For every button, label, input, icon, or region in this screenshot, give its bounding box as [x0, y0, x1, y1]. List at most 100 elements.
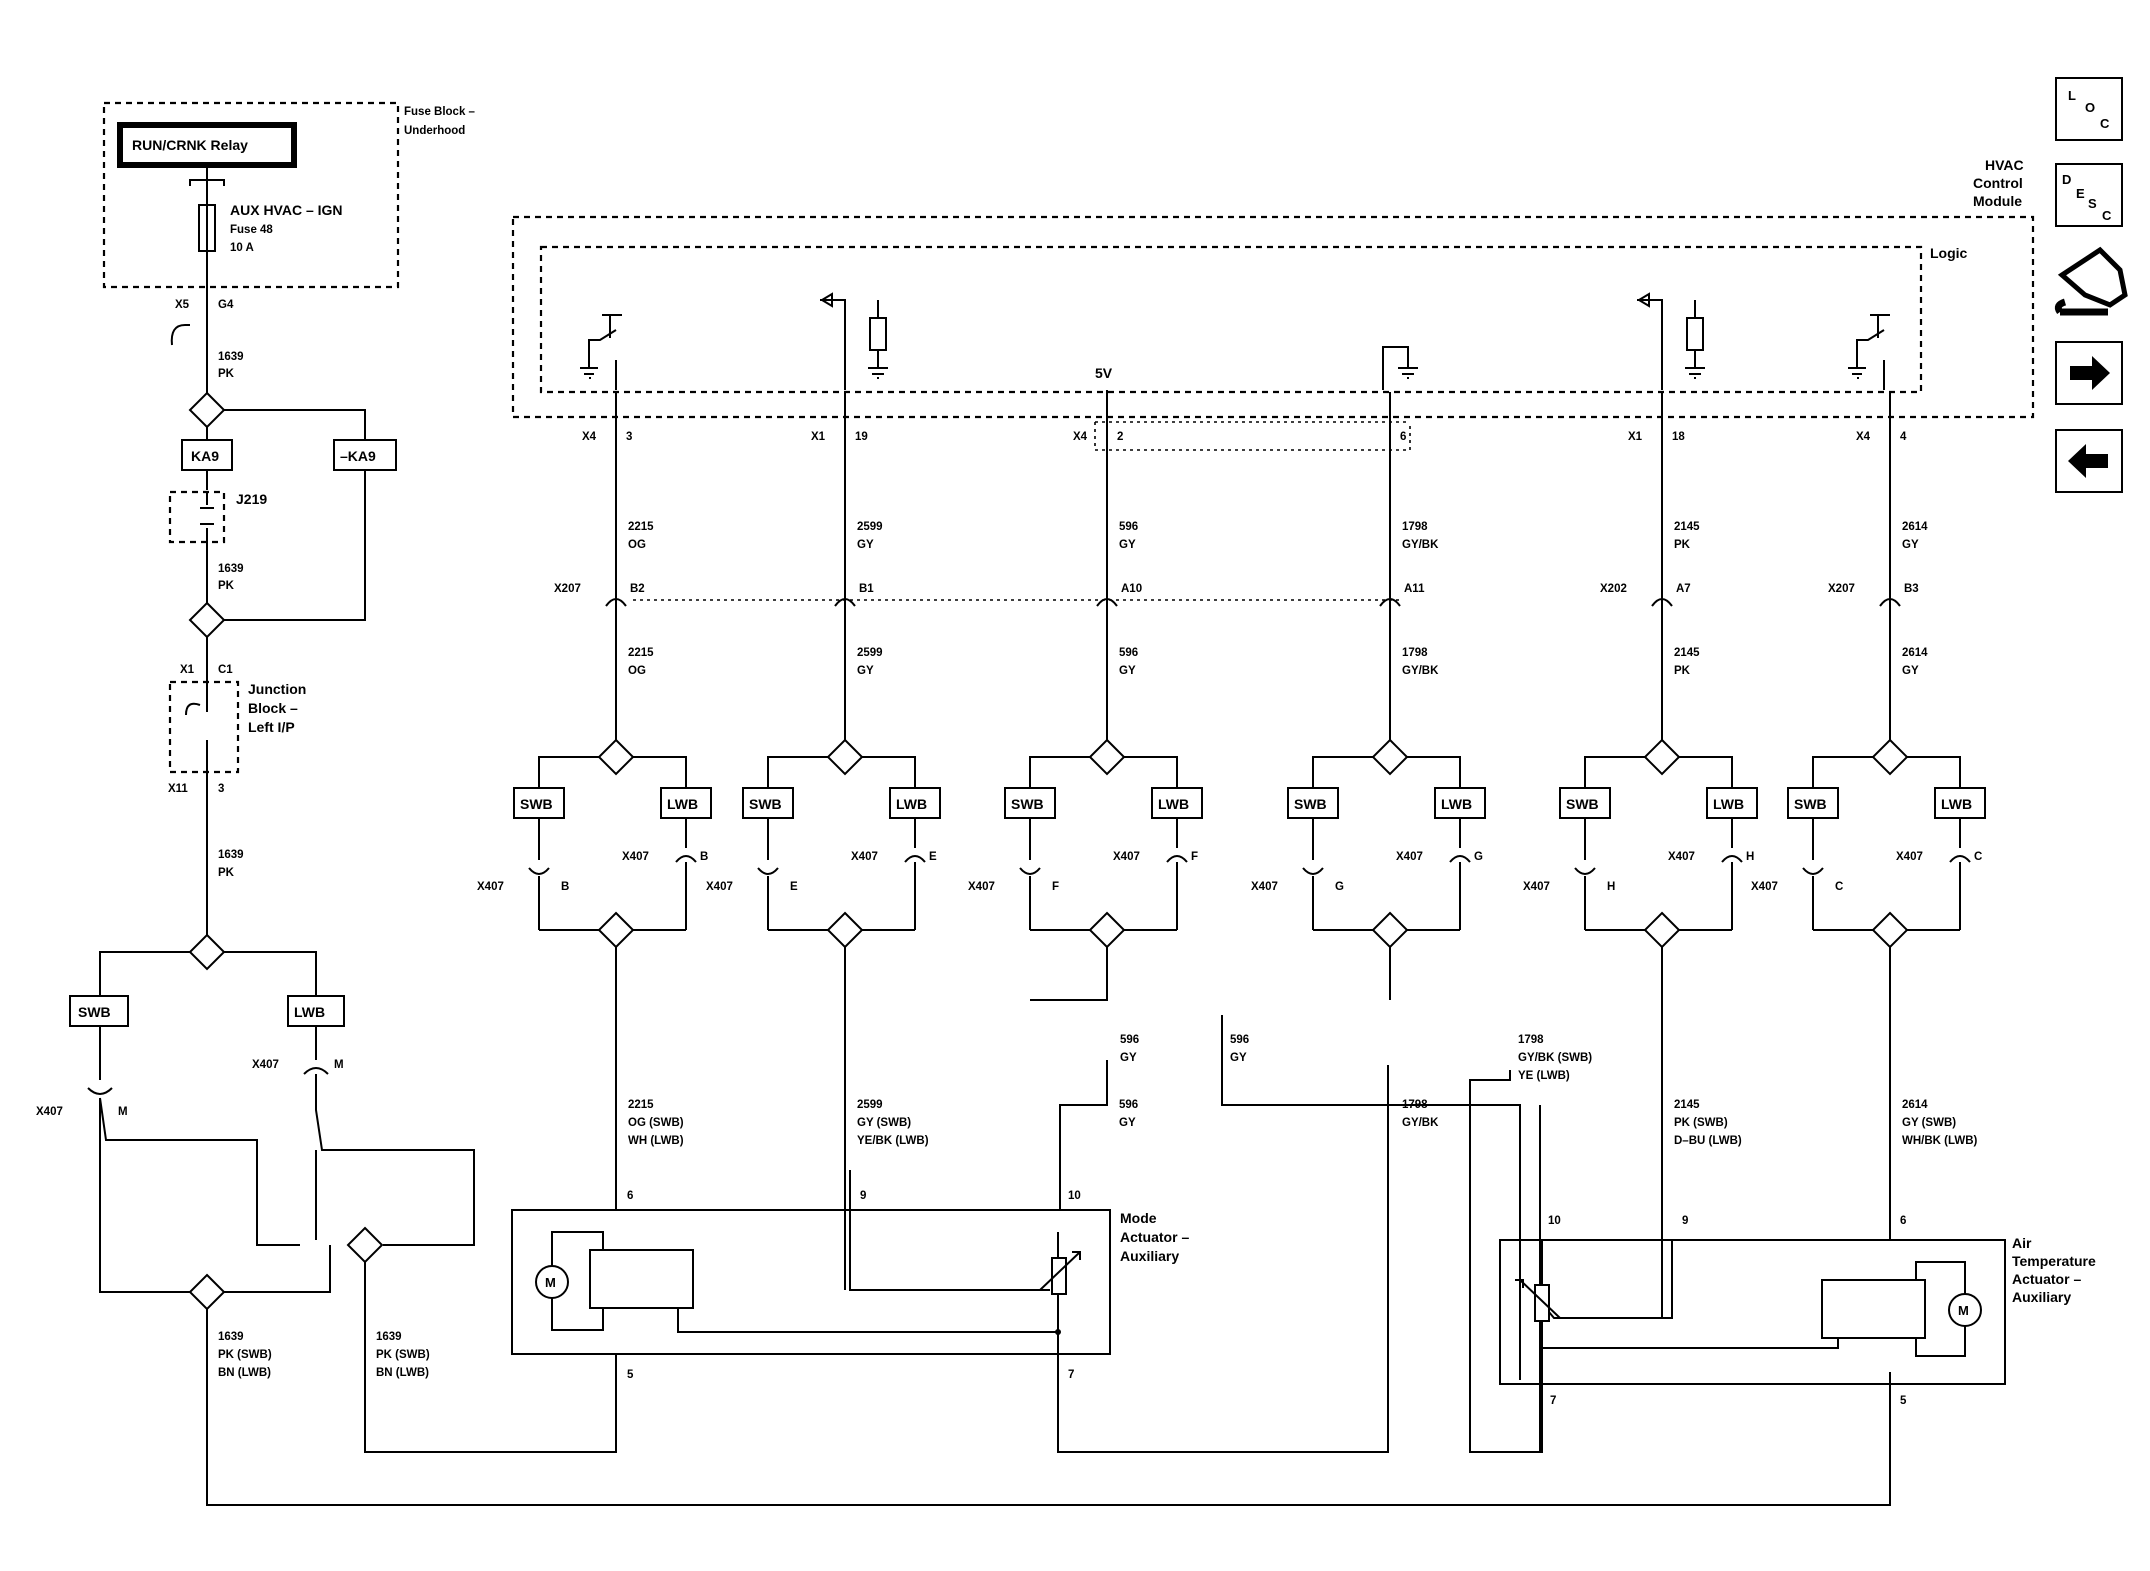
mode-motor-label: M: [545, 1275, 556, 1290]
loc-letter-l: L: [2068, 88, 2076, 103]
mode-potentiometer: [1051, 1257, 1067, 1295]
col5-out-wire-c1: PK (SWB): [1674, 1117, 1728, 1129]
col5-branch-wires: [1584, 756, 1733, 788]
col1-x407-sw-pin: B: [561, 881, 569, 893]
junction-block-title-2: Block –: [248, 700, 298, 716]
col6-x407-lw-conn: X407: [1896, 851, 1923, 863]
col2-x407-lw-pin: E: [929, 851, 937, 863]
col4-upper-splice: [1371, 738, 1409, 776]
col1-wire-num-upper: 2215: [628, 521, 654, 533]
col5-lwb-label: LWB: [1713, 796, 1744, 812]
col3-x407-sw-pin: F: [1052, 881, 1059, 893]
desc-button[interactable]: D E S C: [2055, 163, 2123, 227]
bottom1-wire-c2: BN (LWB): [218, 1367, 271, 1379]
wire-1639-num-3: 1639: [218, 849, 244, 861]
col1-lwb-label: LWB: [667, 796, 698, 812]
col1-upper-splice: [597, 738, 635, 776]
lwb-box-left: [287, 995, 345, 1027]
arrow-left-icon: [2068, 444, 2108, 478]
col1-inline-conn: X207: [554, 583, 581, 595]
col2-inline-pin: B1: [859, 583, 874, 595]
loc-button[interactable]: L O C: [2055, 77, 2123, 141]
air-actuator-title-1: Air: [2012, 1235, 2032, 1251]
col5-module-conn: X1: [1628, 431, 1643, 443]
col6-inline-conn: X207: [1828, 583, 1855, 595]
mode-pin-5: 5: [627, 1369, 634, 1381]
mode-pin7-return: [1057, 1065, 1389, 1453]
junction-x1: X1: [180, 664, 195, 676]
next-button[interactable]: [2055, 341, 2123, 405]
col5-wire-color-upper: PK: [1674, 539, 1691, 551]
back-button[interactable]: [2055, 429, 2123, 493]
col2-wire-num-upper: 2599: [857, 521, 883, 533]
mode-pot-arrow: [1039, 1251, 1081, 1291]
col5-wire-num-lower: 2145: [1674, 647, 1700, 659]
col1-lower-splice: [597, 911, 635, 949]
col5-out-wire-c2: D–BU (LWB): [1674, 1135, 1742, 1147]
col3-wire-color-lower: GY: [1119, 665, 1136, 677]
desc-button-box[interactable]: [2055, 163, 2123, 227]
splice-1: [188, 391, 226, 429]
col3-module-pin: 2: [1117, 431, 1123, 443]
ka9-neg-label: –KA9: [340, 448, 376, 464]
fuse-pin-g4: G4: [218, 299, 234, 311]
connector-wrench-button[interactable]: [2054, 246, 2128, 316]
fuse-block-title-1: Fuse Block –: [404, 106, 476, 118]
hvac-module-title-1: HVAC: [1985, 157, 2024, 173]
col6-x407-connectors: [1802, 818, 1971, 930]
mode-pin-9: 9: [860, 1190, 866, 1202]
connector-x5-symbol: [170, 324, 190, 346]
col3-inline-pin: A10: [1121, 583, 1142, 595]
col4-inline-pin: A11: [1404, 583, 1425, 595]
col6-x407-sw-conn: X407: [1751, 881, 1778, 893]
mode-actuator-title-2: Actuator –: [1120, 1229, 1189, 1245]
col2-x407-sw-conn: X407: [706, 881, 733, 893]
air-pin-10: 10: [1548, 1215, 1561, 1227]
wire-596-color-mid: GY: [1120, 1052, 1137, 1064]
col1-wire-color-lower: OG: [628, 665, 646, 677]
col1-x407-sw-conn: X407: [477, 881, 504, 893]
col1-out-wire-num: 2215: [628, 1099, 654, 1111]
col4-x407-sw-conn: X407: [1251, 881, 1278, 893]
bottom1-wire-num: 1639: [218, 1331, 244, 1343]
loc-button-box[interactable]: [2055, 77, 2123, 141]
col6-upper-splice: [1871, 738, 1909, 776]
air-pin-5: 5: [1900, 1395, 1907, 1407]
wire-1798-c1-mid: GY/BK (SWB): [1518, 1052, 1592, 1064]
wire-1639-num-2: 1639: [218, 563, 244, 575]
wire-596-crossover: [1221, 1015, 1521, 1380]
col1-branch-wires: [538, 756, 687, 788]
air-actuator-title-2: Temperature: [2012, 1253, 2096, 1269]
junction-pin-3: 3: [218, 783, 224, 795]
relay-terminal-icon: [189, 179, 225, 186]
wire-1798-c2-mid: YE (LWB): [1518, 1070, 1570, 1082]
col5-lwb-box: [1706, 787, 1758, 819]
col2-x407-lw-conn: X407: [851, 851, 878, 863]
col1-wire-color-upper: OG: [628, 539, 646, 551]
col2-branch-wires: [767, 756, 916, 788]
ground-symbol-col4: [1106, 346, 1418, 395]
col1-out-wire-c1: OG (SWB): [628, 1117, 684, 1129]
ka9-label: KA9: [191, 448, 219, 464]
air-pin-6: 6: [1900, 1215, 1906, 1227]
col2-x407-sw-pin: E: [790, 881, 798, 893]
mode-pin-6: 6: [627, 1190, 633, 1202]
run-crnk-relay-label: RUN/CRNK Relay: [132, 137, 248, 153]
col5-x407-sw-conn: X407: [1523, 881, 1550, 893]
wire-596-num-mid: 596: [1120, 1034, 1139, 1046]
mode-actuator-outline: [511, 1209, 1111, 1355]
connector-icon[interactable]: [2057, 246, 2128, 308]
mode-node: [1055, 1329, 1061, 1335]
col3-x407-lw-pin: F: [1191, 851, 1198, 863]
col4-module-pin: 6: [1400, 431, 1406, 443]
junction-block-connector: [185, 690, 208, 790]
logic-label: Logic: [1930, 245, 1968, 261]
loc-letter-c: C: [2100, 116, 2110, 131]
col5-wire-num-upper: 2145: [1674, 521, 1700, 533]
col5-x407-lw-pin: H: [1746, 851, 1754, 863]
air-actuator-title-4: Auxiliary: [2012, 1289, 2071, 1305]
mode-actuator-body: [589, 1249, 694, 1309]
col2-out-wire-num: 2599: [857, 1099, 883, 1111]
